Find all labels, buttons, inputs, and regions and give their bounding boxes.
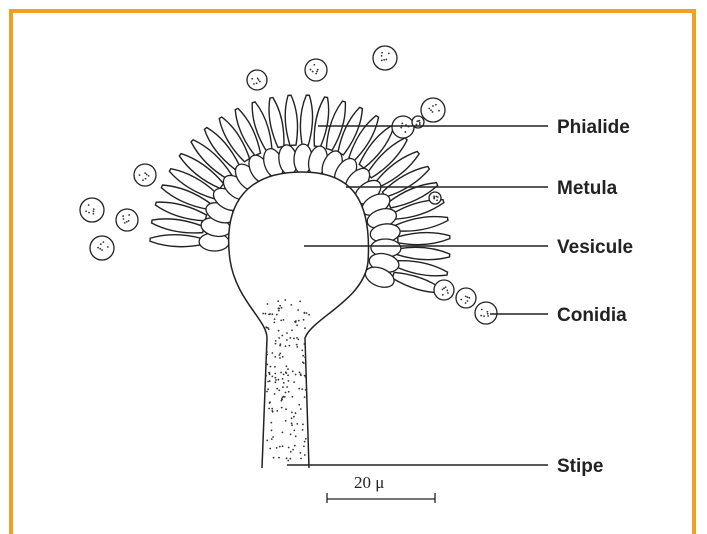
vesicule-label: Vesicule: [557, 237, 633, 258]
conidium: [90, 236, 114, 260]
phialide: [314, 97, 328, 147]
stipe-label: Stipe: [557, 456, 603, 477]
metula-label: Metula: [557, 178, 618, 199]
conidium: [429, 192, 441, 204]
scale-bar-label: 20 μ: [354, 473, 384, 492]
conidium: [434, 280, 454, 300]
conidium: [116, 209, 138, 231]
conidium: [247, 70, 267, 90]
conidium: [373, 46, 397, 70]
conidium: [305, 59, 327, 81]
phialide: [150, 235, 202, 247]
conidium: [134, 164, 156, 186]
phialide: [398, 233, 450, 245]
conidium: [421, 98, 445, 122]
conidium: [456, 288, 476, 308]
conidium: [392, 116, 414, 138]
phialide: [300, 95, 312, 145]
phialide: [285, 95, 297, 145]
conidium: [80, 198, 104, 222]
phialide: [152, 219, 204, 233]
phialide: [398, 247, 450, 259]
scale-bar: [327, 493, 435, 503]
conidium: [475, 302, 497, 324]
phialide-label: Phialide: [557, 117, 630, 138]
conidia-label: Conidia: [557, 305, 627, 326]
